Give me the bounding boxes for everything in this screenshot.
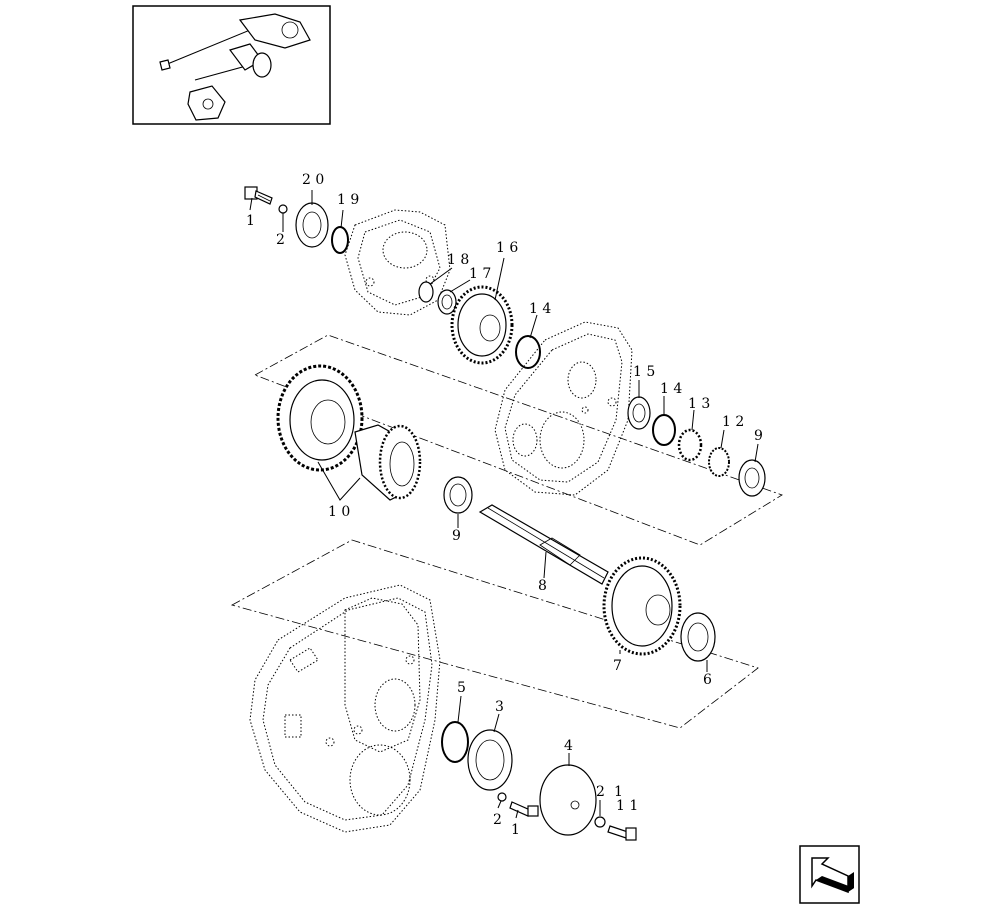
callout-11: 1 1 bbox=[616, 798, 638, 814]
lower-main-housing bbox=[249, 584, 441, 833]
callout-9-right: 9 bbox=[754, 428, 763, 444]
callout-8: 8 bbox=[538, 578, 547, 594]
callout-14-upper: 1 4 bbox=[529, 301, 551, 317]
bevel-gear-part-10[interactable] bbox=[276, 364, 422, 501]
callout-1-top: 1 bbox=[246, 213, 255, 229]
callout-2-top: 2 bbox=[276, 232, 285, 248]
callout-4: 4 bbox=[564, 738, 573, 754]
shaft-part-8[interactable] bbox=[478, 504, 609, 585]
ring-part-14-lower[interactable] bbox=[652, 414, 676, 446]
flange-part-3[interactable] bbox=[467, 729, 513, 791]
callout-19: 1 9 bbox=[337, 192, 359, 208]
upper-assembly-frame bbox=[254, 334, 783, 546]
flange-part-20[interactable] bbox=[295, 202, 329, 248]
callout-1-lower-a: 1 bbox=[511, 822, 520, 838]
assembly-thumbnail-icon[interactable] bbox=[132, 5, 331, 125]
callout-18: 1 8 bbox=[447, 252, 469, 268]
bearing-part-17[interactable] bbox=[437, 289, 457, 315]
ring-part-14-upper[interactable] bbox=[515, 335, 541, 369]
lower-assembly-frame bbox=[230, 539, 759, 729]
callout-7: 7 bbox=[613, 658, 622, 674]
callout-13: 1 3 bbox=[688, 396, 710, 412]
callout-6: 6 bbox=[703, 672, 712, 688]
callout-2-lower-a: 2 bbox=[493, 812, 502, 828]
callout-9-middle: 9 bbox=[452, 528, 461, 544]
washer-part-2-lower-a[interactable] bbox=[497, 792, 507, 802]
center-gearbox-housing bbox=[494, 321, 633, 496]
bearing-part-6[interactable] bbox=[680, 612, 716, 662]
bolt-part-1-top[interactable] bbox=[244, 186, 273, 205]
callout-5: 5 bbox=[457, 680, 466, 696]
nut-part-12[interactable] bbox=[708, 447, 730, 477]
callout-labels: 1 2 2 0 1 9 1 8 1 7 1 6 1 4 1 5 1 4 1 3 … bbox=[246, 172, 763, 838]
bearing-part-9-middle[interactable] bbox=[443, 476, 473, 514]
leader-lines bbox=[249, 190, 759, 819]
callout-20: 2 0 bbox=[302, 172, 324, 188]
callout-3: 3 bbox=[495, 699, 504, 715]
washer-part-2-top[interactable] bbox=[278, 204, 288, 214]
callout-1-lower-b: 1 bbox=[614, 784, 623, 800]
gear-part-7[interactable] bbox=[602, 556, 682, 656]
ring-part-5[interactable] bbox=[441, 721, 469, 763]
cover-plate-part-4[interactable] bbox=[539, 764, 597, 836]
o-ring-part-19[interactable] bbox=[331, 226, 349, 254]
callout-16: 1 6 bbox=[496, 240, 518, 256]
bolt-part-1-lower-a[interactable] bbox=[509, 801, 539, 817]
gear-part-16[interactable] bbox=[450, 285, 514, 365]
bolt-part-11[interactable] bbox=[607, 825, 637, 841]
callout-15: 1 5 bbox=[633, 364, 655, 380]
upper-cover-housing bbox=[344, 209, 451, 316]
callout-2-lower-b: 2 bbox=[596, 784, 605, 800]
callout-14-lower: 1 4 bbox=[660, 381, 682, 397]
callout-10: 1 0 bbox=[328, 504, 350, 520]
washer-part-2-lower-b[interactable] bbox=[594, 816, 606, 828]
back-arrow-icon[interactable] bbox=[799, 845, 860, 904]
bearing-part-9-right[interactable] bbox=[738, 459, 766, 497]
callout-12: 1 2 bbox=[722, 414, 744, 430]
bearing-part-15[interactable] bbox=[627, 396, 651, 430]
snap-ring-part-18[interactable] bbox=[418, 281, 434, 303]
gear-part-13[interactable] bbox=[677, 428, 703, 462]
callout-17: 1 7 bbox=[469, 266, 491, 282]
